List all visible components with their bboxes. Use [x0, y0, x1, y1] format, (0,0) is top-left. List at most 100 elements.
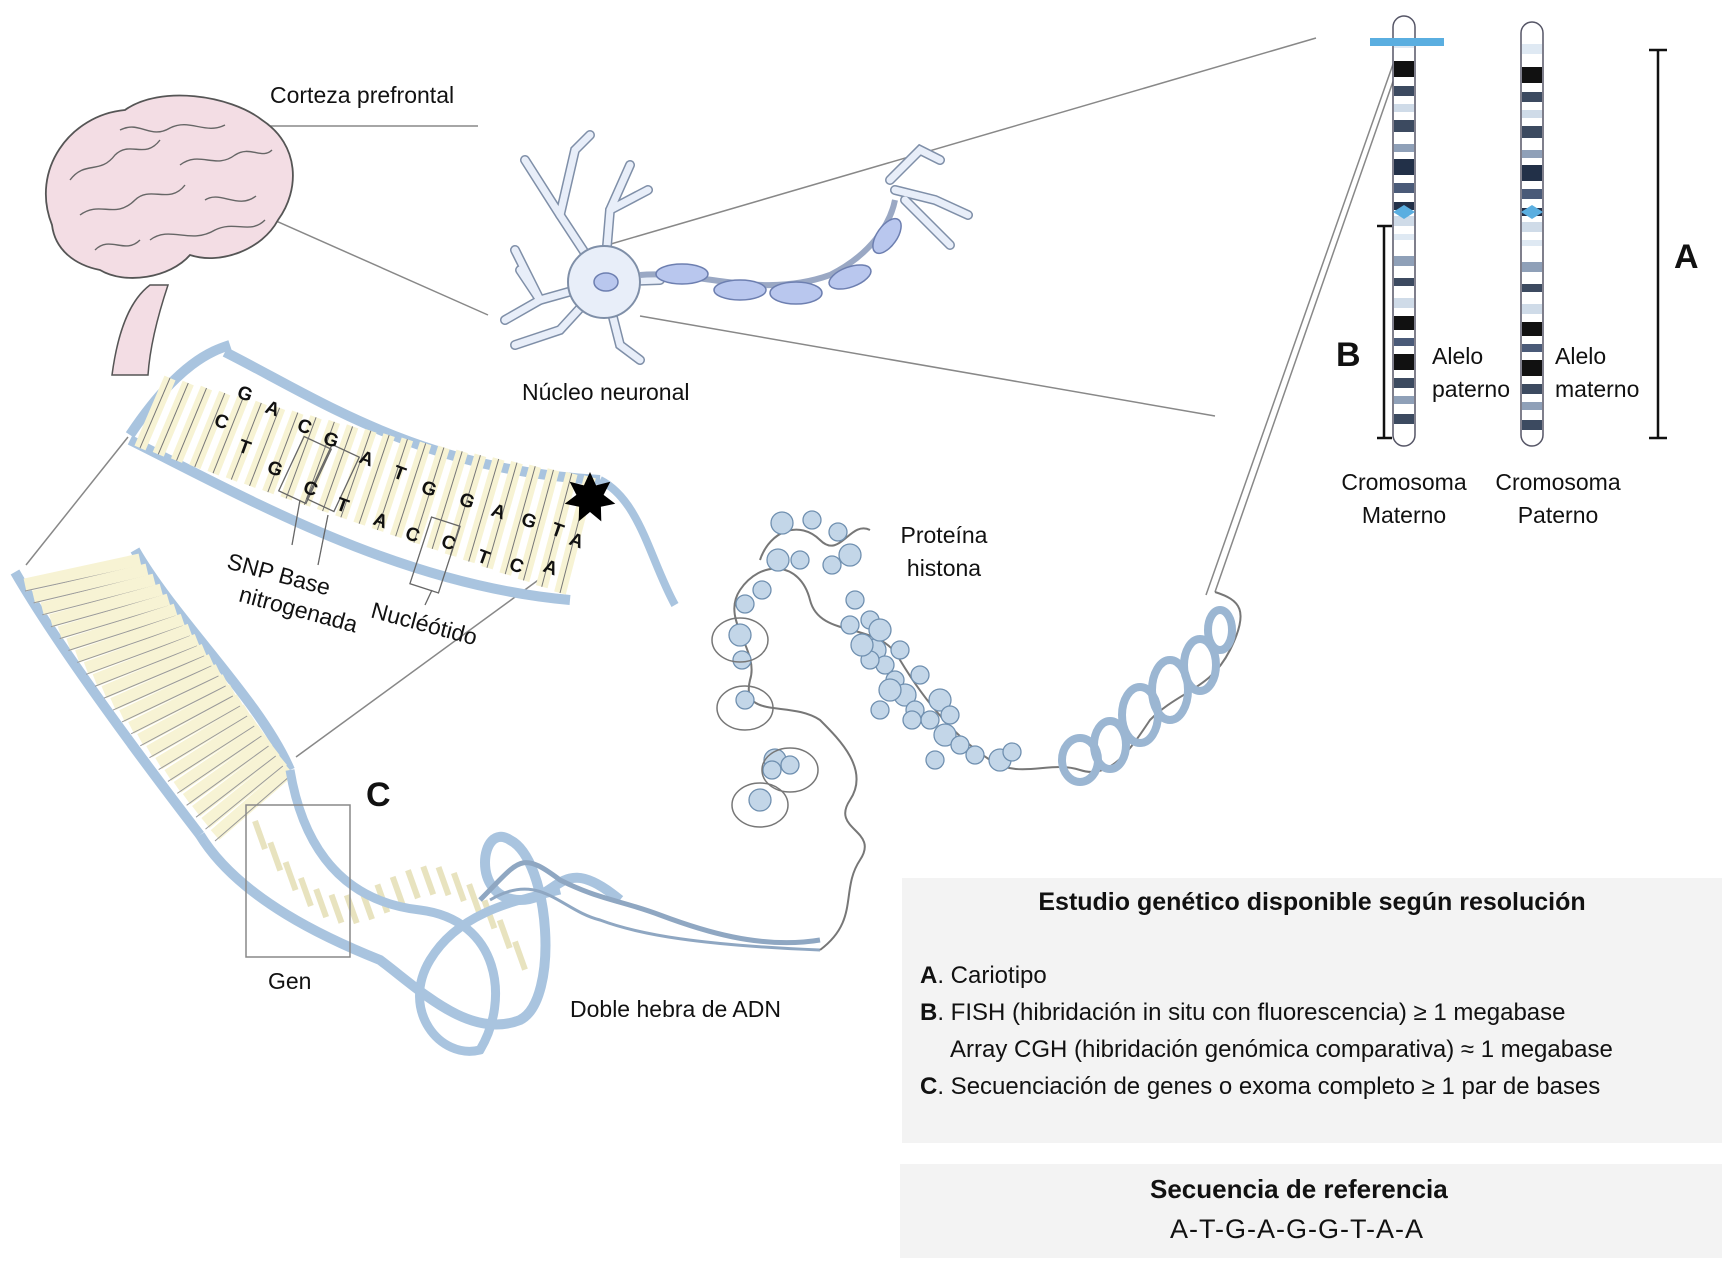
histone	[870, 700, 890, 720]
dna-rung-edge	[186, 745, 269, 806]
histone	[868, 618, 892, 642]
label-paternal-chromosome-line1: Cromosoma	[1495, 469, 1621, 495]
histone	[802, 510, 822, 530]
chromosome-band	[1394, 378, 1414, 388]
dna-rung-edge	[504, 466, 536, 575]
chromosome-band	[1522, 126, 1542, 138]
label-allele-paternal-line2: paterno	[1432, 376, 1511, 403]
dna-rung	[92, 633, 200, 687]
histone	[850, 633, 874, 657]
dna-rung	[101, 644, 207, 699]
dna-rung-edge	[376, 439, 408, 531]
label-allele-paternal: Alelo paterno	[1432, 340, 1510, 407]
histone	[748, 788, 772, 812]
chromosome-band	[1522, 92, 1542, 102]
dna-rung-edge	[358, 434, 390, 524]
dna-rung	[110, 654, 215, 710]
helix-rung	[313, 888, 330, 919]
chromosome-band	[1522, 402, 1542, 410]
label-dna-double-strand: Doble hebra de ADN	[570, 996, 781, 1022]
study-item-sequencing: C. Secuenciación de genes o exoma comple…	[920, 1068, 1722, 1105]
histone	[965, 745, 985, 765]
histone	[910, 665, 930, 685]
dna-rung	[182, 734, 273, 805]
dna-letter-bottom: C	[300, 477, 320, 502]
study-item-key: A	[920, 962, 938, 989]
histone	[933, 723, 957, 747]
dna-rung-edge	[194, 392, 226, 468]
dna-rung-edge	[322, 426, 354, 512]
dna-letter-bottom: A	[370, 509, 390, 534]
chromosome-band	[1522, 284, 1542, 292]
chromosome-band	[1394, 144, 1414, 152]
study-item-array-cgh: Array CGH (hibridación genómica comparat…	[920, 1031, 1722, 1068]
dna-letter-top: A	[566, 529, 586, 554]
reference-sequence: A-T-G-A-G-G-T-A-A	[1170, 1214, 1424, 1244]
label-neuron-nucleus: Núcleo neuronal	[522, 379, 690, 405]
helix-rung	[450, 871, 467, 902]
label-allele-paternal-line1: Alelo	[1432, 343, 1484, 369]
dna-rung	[155, 704, 251, 770]
study-box-list: A. Cariotipo B. FISH (hibridación in sit…	[920, 957, 1722, 1105]
histone	[828, 522, 848, 542]
dna-rung-edge	[68, 615, 176, 651]
chromatin-loop	[731, 782, 789, 828]
dna-letter-bottom: G	[264, 457, 285, 482]
dna-rung-edge	[541, 473, 573, 587]
dna-rung	[146, 694, 244, 758]
helix-rung	[298, 877, 314, 908]
gene-highlight-box	[245, 804, 351, 958]
chromosome-band	[1394, 396, 1414, 404]
marker-a: A	[1674, 238, 1699, 276]
dna-rung-edge	[205, 765, 284, 830]
chromosome-band	[1522, 165, 1542, 181]
chromosome-band	[1522, 222, 1542, 232]
study-item-text: . Secuenciación de genes o exoma complet…	[937, 1073, 1601, 1100]
chromosome-band	[1394, 414, 1414, 424]
chromosome-band	[1394, 298, 1414, 308]
dna-rung-edge	[149, 705, 241, 759]
centromere	[1393, 205, 1415, 219]
helix-rung	[405, 869, 421, 900]
study-box: Estudio genético disponible según resolu…	[902, 878, 1722, 1143]
helix-rung	[420, 865, 437, 896]
chromosome-band	[1522, 344, 1542, 352]
dna-rung-edge	[413, 447, 445, 543]
dna-rung-edge	[468, 458, 500, 562]
chromosome-band	[1394, 234, 1414, 240]
dna-letter-top: G	[320, 428, 341, 453]
histone	[732, 650, 752, 670]
histone	[766, 548, 790, 572]
chromatin-loop	[716, 685, 774, 731]
helix-rung	[466, 883, 482, 914]
dna-rung-edge	[158, 715, 248, 770]
dna-rung-edge	[267, 412, 299, 493]
dna-rung	[40, 573, 156, 616]
chromosome-band	[1394, 278, 1414, 286]
dna-rung-edge	[176, 735, 262, 794]
dna-rung-edge	[140, 695, 234, 747]
chromatin-loop	[711, 617, 769, 663]
chromosome-band	[1522, 240, 1542, 246]
histone	[1002, 742, 1022, 762]
chromosome-maternal	[1370, 15, 1444, 447]
histone	[928, 688, 952, 712]
dna-rung	[128, 674, 229, 734]
dna-rung	[23, 553, 142, 592]
chromosome-band	[1522, 44, 1542, 54]
label-histone-line2: histona	[906, 555, 982, 582]
brain-illustration	[45, 94, 294, 376]
dna-letter-top: G	[518, 509, 539, 534]
dna-rung	[192, 744, 280, 817]
dna-rung	[164, 714, 258, 781]
chromosome-band	[1394, 120, 1414, 132]
dna-rung-edge	[214, 775, 291, 842]
label-paternal-chromosome-line2: Paterno	[1517, 502, 1599, 529]
chromosome-paternal	[1520, 21, 1544, 447]
dna-rung-edge	[395, 443, 427, 537]
dna-rung-edge	[303, 421, 335, 505]
histone	[770, 511, 794, 535]
study-item-key: C	[920, 1073, 938, 1100]
dna-ladder-lower	[10, 547, 821, 1056]
helix-rung	[435, 866, 452, 897]
